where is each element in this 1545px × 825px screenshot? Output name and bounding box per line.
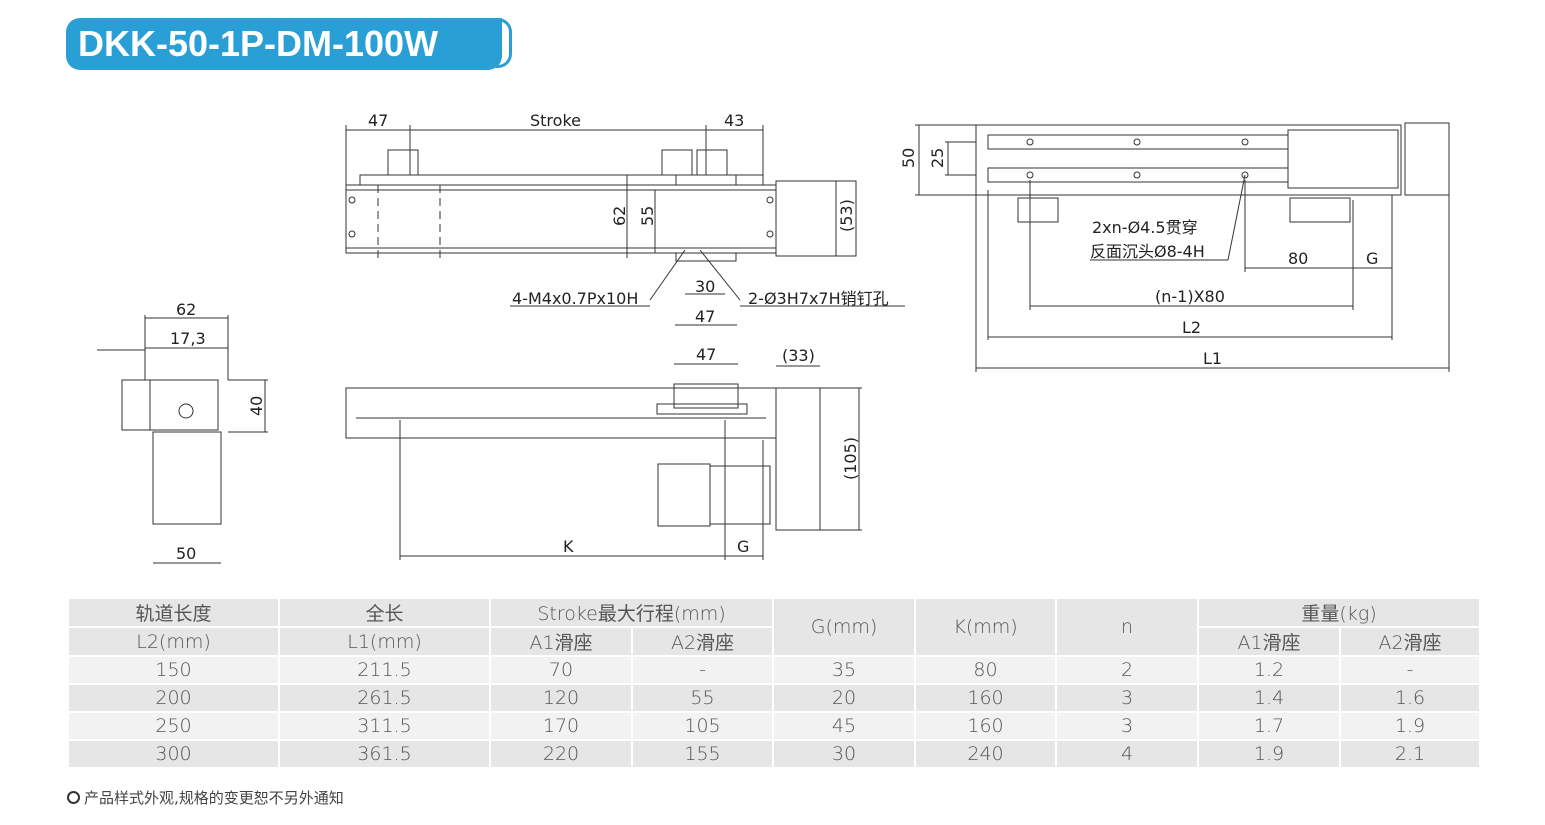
side-view: 47 (33) (105) K G (345, 345, 862, 560)
dim-43-label: 43 (724, 111, 744, 130)
header-weight: 重量(kg) (1197, 597, 1482, 628)
table-cell: 160 (914, 711, 1058, 741)
header-total-length: 全长 (278, 597, 491, 628)
subheader-stroke-a1: A1滑座 (489, 626, 633, 657)
table-cell: 120 (489, 683, 633, 713)
end-dim-50: 50 (176, 544, 196, 563)
dim-53-label: (53) (837, 199, 856, 232)
table-cell: 1.2 (1197, 655, 1342, 685)
header-n: n (1055, 597, 1200, 657)
disclaimer-note: 产品样式外观,规格的变更恕不另外通知 (67, 787, 344, 808)
table-cell: 220 (489, 739, 633, 769)
spec-table: 轨道长度 全长 Stroke最大行程(mm) G(mm) K(mm) n 重量(… (67, 597, 1482, 769)
table-cell: - (630, 655, 775, 685)
header-stroke: Stroke最大行程(mm) (488, 597, 775, 628)
table-cell: 250 (67, 711, 280, 741)
table-cell: 240 (914, 739, 1058, 769)
technical-drawing: 47 Stroke 43 62 55 (53) 30 47 4-M4x0.7Px… (97, 111, 1450, 564)
table-cell: 105 (630, 711, 775, 741)
bottom-dim-80: 80 (1288, 249, 1308, 268)
bottom-dim-50: 50 (899, 148, 918, 168)
table-cell: 150 (67, 655, 280, 685)
table-cell: 2.1 (1339, 739, 1482, 769)
table-cell: 4 (1055, 739, 1200, 769)
bottom-dim-g: G (1366, 249, 1378, 268)
bottom-dim-25: 25 (928, 148, 947, 168)
holes-note-1: 2xn-Ø4.5贯穿 (1092, 218, 1198, 237)
table-cell: 55 (630, 683, 775, 713)
table-cell: 2 (1055, 655, 1200, 685)
table-cell: 311.5 (278, 711, 491, 741)
dim-55-label: 55 (638, 206, 657, 226)
table-cell: 35 (772, 655, 917, 685)
dim-47b-label: 47 (695, 307, 715, 326)
title-decoration (496, 18, 512, 68)
table-cell: 1.9 (1339, 711, 1482, 741)
table-cell: 20 (772, 683, 917, 713)
dim-stroke-label: Stroke (530, 111, 581, 130)
table-cell: 200 (67, 683, 280, 713)
disclaimer-text: 产品样式外观,规格的变更恕不另外通知 (84, 789, 344, 807)
bottom-dim-l2: L2 (1182, 318, 1201, 337)
subheader-l2: L2(mm) (67, 626, 280, 657)
bottom-view: 50 25 2xn-Ø4.5贯穿 反面沉头Ø8-4H 80 G (n-1)X80… (899, 122, 1450, 372)
dim-30-label: 30 (695, 277, 715, 296)
table-cell: 170 (489, 711, 633, 741)
end-dim-62: 62 (176, 300, 196, 319)
side-dim-105: (105) (841, 437, 860, 480)
table-cell: 70 (489, 655, 633, 685)
side-dim-47: 47 (696, 345, 716, 364)
dim-62-label: 62 (610, 206, 629, 226)
end-dim-40: 40 (247, 396, 266, 416)
tap-hole-note: 4-M4x0.7Px10H (512, 289, 638, 308)
dim-47-label: 47 (368, 111, 388, 130)
end-view: 62 17,3 40 50 (97, 300, 268, 564)
subheader-stroke-a2: A2滑座 (630, 626, 775, 657)
end-dim-17: 17,3 (170, 329, 206, 348)
subheader-weight-a2: A2滑座 (1339, 626, 1482, 657)
table-cell: 3 (1055, 711, 1200, 741)
header-k: K(mm) (914, 597, 1058, 657)
header-rail-length: 轨道长度 (67, 597, 280, 628)
table-cell: 361.5 (278, 739, 491, 769)
header-g: G(mm) (772, 597, 917, 657)
table-cell: 30 (772, 739, 917, 769)
top-view: 47 Stroke 43 62 55 (53) 30 47 4-M4x0.7Px… (345, 111, 905, 326)
product-title: DKK-50-1P-DM-100W (66, 18, 502, 70)
bottom-dim-l1: L1 (1203, 349, 1222, 368)
table-cell: 3 (1055, 683, 1200, 713)
side-dim-k: K (563, 537, 574, 556)
table-cell: 211.5 (278, 655, 491, 685)
side-dim-g: G (737, 537, 749, 556)
table-cell: 261.5 (278, 683, 491, 713)
holes-note-2: 反面沉头Ø8-4H (1090, 242, 1205, 261)
table-cell: 1.4 (1197, 683, 1342, 713)
table-header-row: 轨道长度 全长 Stroke最大行程(mm) G(mm) K(mm) n 重量(… (67, 597, 1482, 657)
subheader-l1: L1(mm) (278, 626, 491, 657)
table-cell: 160 (914, 683, 1058, 713)
bottom-dim-pitch: (n-1)X80 (1155, 287, 1225, 306)
subheader-weight-a1: A1滑座 (1197, 626, 1342, 657)
circle-bullet-icon (67, 791, 80, 804)
pin-hole-note: 2-Ø3H7x7H销钉孔 (748, 289, 889, 308)
table-cell: 1.9 (1197, 739, 1342, 769)
table-cell: 1.7 (1197, 711, 1342, 741)
table-cell: 300 (67, 739, 280, 769)
table-cell: - (1339, 655, 1482, 685)
table-cell: 155 (630, 739, 775, 769)
side-dim-33: (33) (782, 346, 815, 365)
table-cell: 80 (914, 655, 1058, 685)
table-cell: 45 (772, 711, 917, 741)
table-subheader-row: L2(mm) L1(mm) A1滑座 A2滑座 A1滑座 A2滑座 (67, 626, 1482, 657)
table-cell: 1.6 (1339, 683, 1482, 713)
